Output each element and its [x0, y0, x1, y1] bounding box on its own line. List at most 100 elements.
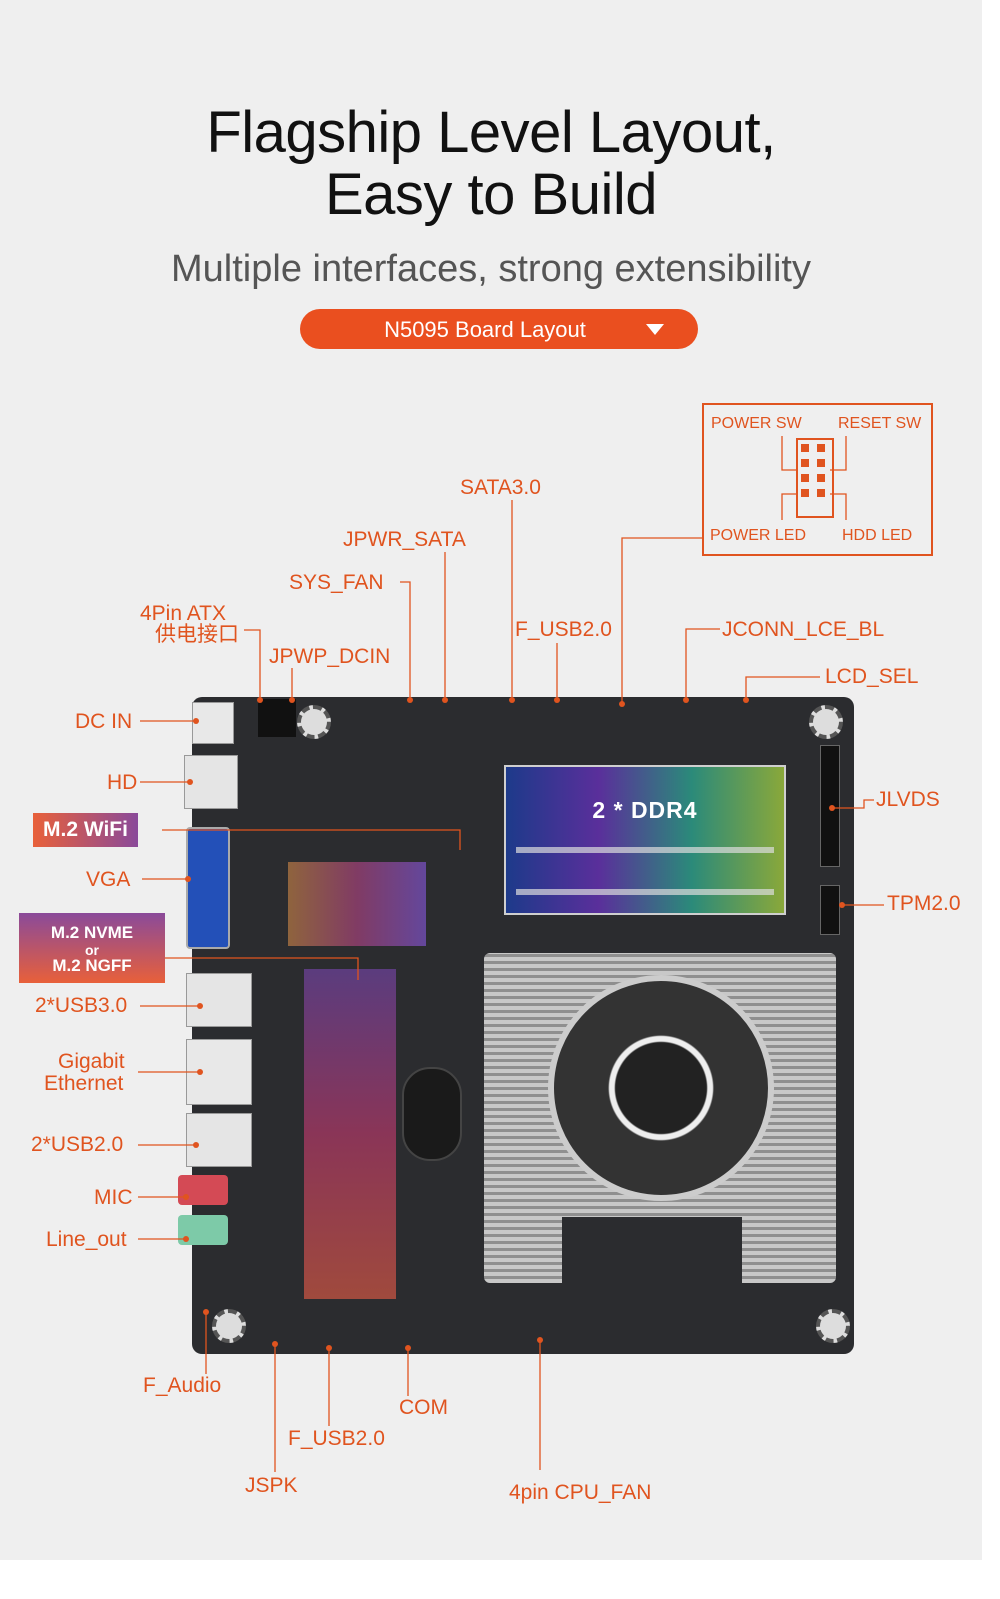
lcd-sel-label: LCD_SEL — [825, 665, 919, 688]
leader-dot — [839, 902, 845, 908]
leader-dot — [185, 876, 191, 882]
f-audio-label: F_Audio — [143, 1374, 222, 1397]
leader-dot — [197, 1069, 203, 1075]
leader-line — [832, 799, 874, 809]
power-led-label: POWER LED — [710, 527, 807, 544]
jlvds-label: JLVDS — [876, 788, 940, 811]
leader-dot — [405, 1345, 411, 1351]
vrm-area — [562, 1217, 742, 1327]
header-pin — [801, 444, 809, 452]
dc-in-label: DC IN — [75, 710, 133, 733]
leader-line — [830, 436, 847, 471]
jconn-label: JCONN_LCE_BL — [722, 618, 885, 641]
line-out-label: Line_out — [46, 1228, 127, 1251]
usb2-label: 2*USB2.0 — [31, 1133, 124, 1156]
hdd-led-label: HDD LED — [842, 527, 913, 544]
cpu-fan — [548, 975, 774, 1201]
dropdown-label: N5095 Board Layout — [384, 317, 586, 342]
leader-dot — [187, 779, 193, 785]
header-pin — [817, 459, 825, 467]
board-layout-dropdown[interactable]: N5095 Board Layout — [300, 309, 698, 349]
leader-dot — [683, 697, 689, 703]
mounting-hole — [297, 705, 331, 739]
jpwp-dcin-label: JPWP_DCIN — [269, 645, 391, 668]
leader-dot — [509, 697, 515, 703]
chevron-down-icon — [646, 324, 664, 335]
header-pin — [817, 489, 825, 497]
page-title-line2: Easy to Build — [324, 162, 658, 227]
header-pin — [801, 474, 809, 482]
leader-dot — [442, 697, 448, 703]
mounting-hole — [212, 1309, 246, 1343]
vga-port — [186, 827, 230, 949]
mic-jack — [178, 1175, 228, 1205]
ddr4-label: 2 * DDR4 — [592, 797, 698, 823]
leader-dot — [743, 697, 749, 703]
leader-dot — [829, 805, 835, 811]
leader-lines — [138, 436, 884, 1472]
leader-line — [621, 537, 702, 704]
page-subtitle: Multiple interfaces, strong extensibilit… — [171, 248, 811, 290]
leader-dot — [203, 1309, 209, 1315]
usb3-label: 2*USB3.0 — [35, 994, 128, 1017]
atx-label-line1: 4Pin ATX — [140, 602, 226, 625]
mounting-hole — [809, 705, 843, 739]
leader-dot — [183, 1236, 189, 1242]
vga-label: VGA — [86, 868, 131, 891]
hd-label: HD — [107, 771, 138, 794]
reset-sw-label: RESET SW — [838, 415, 922, 432]
cpu-fan-label: 4pin CPU_FAN — [509, 1481, 652, 1504]
leader-dot — [554, 697, 560, 703]
usb3-port — [186, 973, 252, 1027]
leader-line — [165, 957, 359, 980]
dc-in-port — [192, 702, 234, 744]
atx-power-connector — [258, 699, 296, 737]
atx-label-line2: 供电接口 — [155, 623, 239, 646]
leader-line — [400, 581, 411, 700]
m2-nvme-slot — [304, 969, 396, 1299]
usb2-port — [186, 1113, 252, 1167]
leader-dot — [193, 1142, 199, 1148]
ddr4-slots: 2 * DDR4 — [504, 765, 786, 915]
header-pin — [801, 489, 809, 497]
leader-line — [830, 493, 847, 520]
motherboard-image: 2 * DDR4 — [178, 697, 854, 1354]
header-pin — [817, 444, 825, 452]
leader-line — [685, 628, 720, 700]
gigabit-label-line1: Gigabit — [58, 1050, 125, 1073]
mounting-hole — [816, 1309, 850, 1343]
m2-nvme-label-line1: M.2 NVME — [50, 923, 134, 942]
m2-wifi-slot — [288, 862, 426, 946]
leader-line — [244, 629, 261, 700]
leader-line — [781, 436, 796, 471]
leader-dot — [326, 1345, 332, 1351]
leader-dot — [197, 1003, 203, 1009]
header-pin — [801, 459, 809, 467]
jspk-label: JSPK — [245, 1474, 298, 1497]
leader-dot — [289, 697, 295, 703]
leader-dot — [257, 697, 263, 703]
jpwr-sata-label: JPWR_SATA — [343, 528, 466, 551]
front-panel-pin-header — [796, 438, 834, 518]
m2-wifi-tag: M.2 WiFi — [33, 813, 138, 847]
front-panel-legend — [702, 403, 933, 556]
m2-nvme-label-line2: or — [85, 942, 99, 958]
m2-nvme-label-line3: M.2 NGFF — [52, 956, 132, 975]
ddr4-slot-line — [516, 847, 774, 853]
power-sw-label: POWER SW — [711, 415, 802, 432]
leader-dot — [619, 701, 625, 707]
gigabit-label-line2: Ethernet — [44, 1072, 124, 1095]
tpm-label: TPM2.0 — [887, 892, 961, 915]
leader-line — [781, 493, 796, 520]
tpm-header — [820, 885, 840, 935]
sata-label: SATA3.0 — [460, 476, 541, 499]
sys-fan-label: SYS_FAN — [289, 571, 384, 594]
leader-dot — [537, 1337, 543, 1343]
leader-line — [745, 676, 820, 700]
cmos-battery — [402, 1067, 462, 1161]
mic-label: MIC — [94, 1186, 133, 1209]
page-title-line1: Flagship Level Layout, — [206, 100, 776, 165]
product-page: Flagship Level Layout, Easy to Build Mul… — [0, 0, 982, 1560]
leader-line — [162, 829, 461, 850]
f-usb-bottom-label: F_USB2.0 — [288, 1427, 385, 1450]
